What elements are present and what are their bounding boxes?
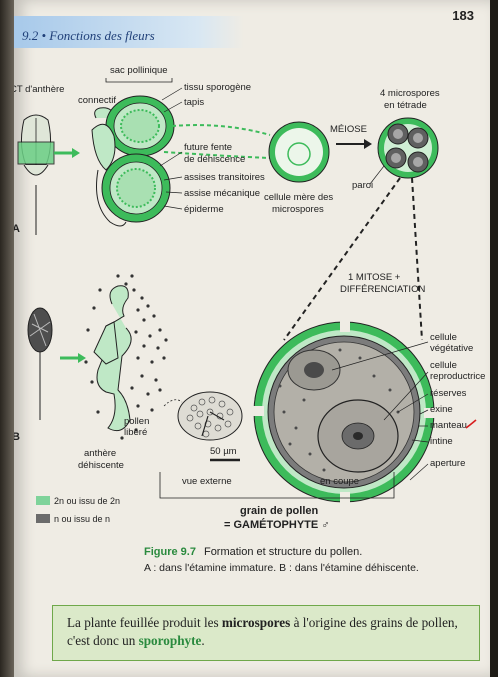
dehiscent-anther [94, 286, 131, 431]
label-reserves: réserves [430, 388, 467, 399]
book-page: 9.2 • Fonctions des fleurs 183 [14, 0, 490, 677]
label-connectif: connectif [78, 95, 116, 106]
label-mitose-2: DIFFÉRENCIATION [340, 284, 425, 295]
legend-item-haploid: n ou issu de n [36, 514, 110, 524]
label-manteau: manteau [430, 420, 467, 431]
label-cellule-mere-1: cellule mère des [264, 192, 333, 203]
label-epiderme: épiderme [184, 204, 224, 215]
anther-cross-section [92, 96, 174, 226]
figure-sub-a: A : dans l'étamine immature. [144, 562, 276, 574]
callout-microspores: microspores [222, 615, 290, 630]
legend-label-haploid: n ou issu de n [54, 514, 110, 524]
label-ct-anthere: CT d'anthère [14, 84, 64, 95]
part-a-letter: A [14, 223, 20, 235]
stamen-drawing-b [28, 308, 86, 420]
label-tissu-sporogene: tissu sporogène [184, 82, 251, 93]
label-cellule-reproductrice-1: cellule [430, 360, 457, 371]
label-cellule-mere-2: microspores [272, 204, 324, 215]
figure-caption: Figure 9.7 Formation et structure du poll… [144, 546, 464, 574]
part-b: cellule végétative cellule reproductrice… [14, 274, 485, 531]
label-anthere-dehiscente-2: déhiscente [78, 460, 124, 471]
label-fente-1: future fente [184, 142, 232, 153]
legend-swatch-haploid [36, 514, 50, 523]
part-a: CT d'anthère connectif sac pollinique ti… [14, 65, 440, 340]
mother-cell [269, 122, 329, 182]
label-pollen-libere-2: libéré [124, 427, 147, 438]
label-vue-externe: vue externe [182, 476, 232, 487]
label-paroi: paroi [352, 180, 373, 191]
legend-label-diploid: 2n ou issu de 2n [54, 496, 120, 506]
label-aperture: aperture [430, 458, 465, 469]
book-spine-shadow [0, 0, 14, 677]
label-tetrade-1: 4 microspores [380, 88, 440, 99]
legend-item-diploid: 2n ou issu de 2n [36, 496, 120, 506]
label-cellule-vegetative-1: cellule [430, 332, 457, 343]
pollen-external-view [178, 392, 242, 440]
summary-callout: La plante feuillée produit les microspor… [52, 605, 480, 661]
label-assises-transitoires: assises transitoires [184, 172, 265, 183]
label-tapis: tapis [184, 97, 204, 108]
label-anthere-dehiscente-1: anthère [84, 448, 116, 459]
label-gametophyte: = GAMÉTOPHYTE ♂ [224, 518, 330, 531]
figure-sub-b: B : dans l'étamine déhiscente. [279, 562, 419, 574]
callout-sporophyte: sporophyte [139, 633, 202, 648]
figure-number: Figure 9.7 [144, 546, 196, 558]
label-fente-2: de déhiscence [184, 154, 245, 165]
label-assise-mecanique: assise mécanique [184, 188, 260, 199]
label-mitose-1: 1 MITOSE + [348, 272, 401, 283]
callout-text-3: . [201, 633, 204, 648]
label-meiose: MÉIOSE [330, 124, 367, 135]
stamen-drawing-a [18, 115, 80, 235]
label-intine: intine [430, 436, 453, 447]
label-cellule-reproductrice-2: reproductrice [430, 371, 485, 382]
label-en-coupe: en coupe [320, 476, 359, 487]
callout-text-1: La plante feuillée produit les [67, 615, 219, 630]
figure-title: Formation et structure du pollen. [204, 546, 362, 558]
legend-swatch-diploid [36, 496, 50, 505]
label-pollen-libere-1: pollen [124, 416, 149, 427]
label-grain-de-pollen: grain de pollen [240, 505, 319, 517]
label-sac-pollinique: sac pollinique [110, 65, 168, 76]
tetrad [378, 118, 438, 178]
label-tetrade-2: en tétrade [384, 100, 427, 111]
part-b-letter: B [14, 431, 20, 443]
label-exine: exine [430, 404, 453, 415]
page-number: 183 [452, 8, 474, 23]
label-scale: 50 µm [210, 446, 237, 457]
label-cellule-vegetative-2: végétative [430, 343, 473, 354]
